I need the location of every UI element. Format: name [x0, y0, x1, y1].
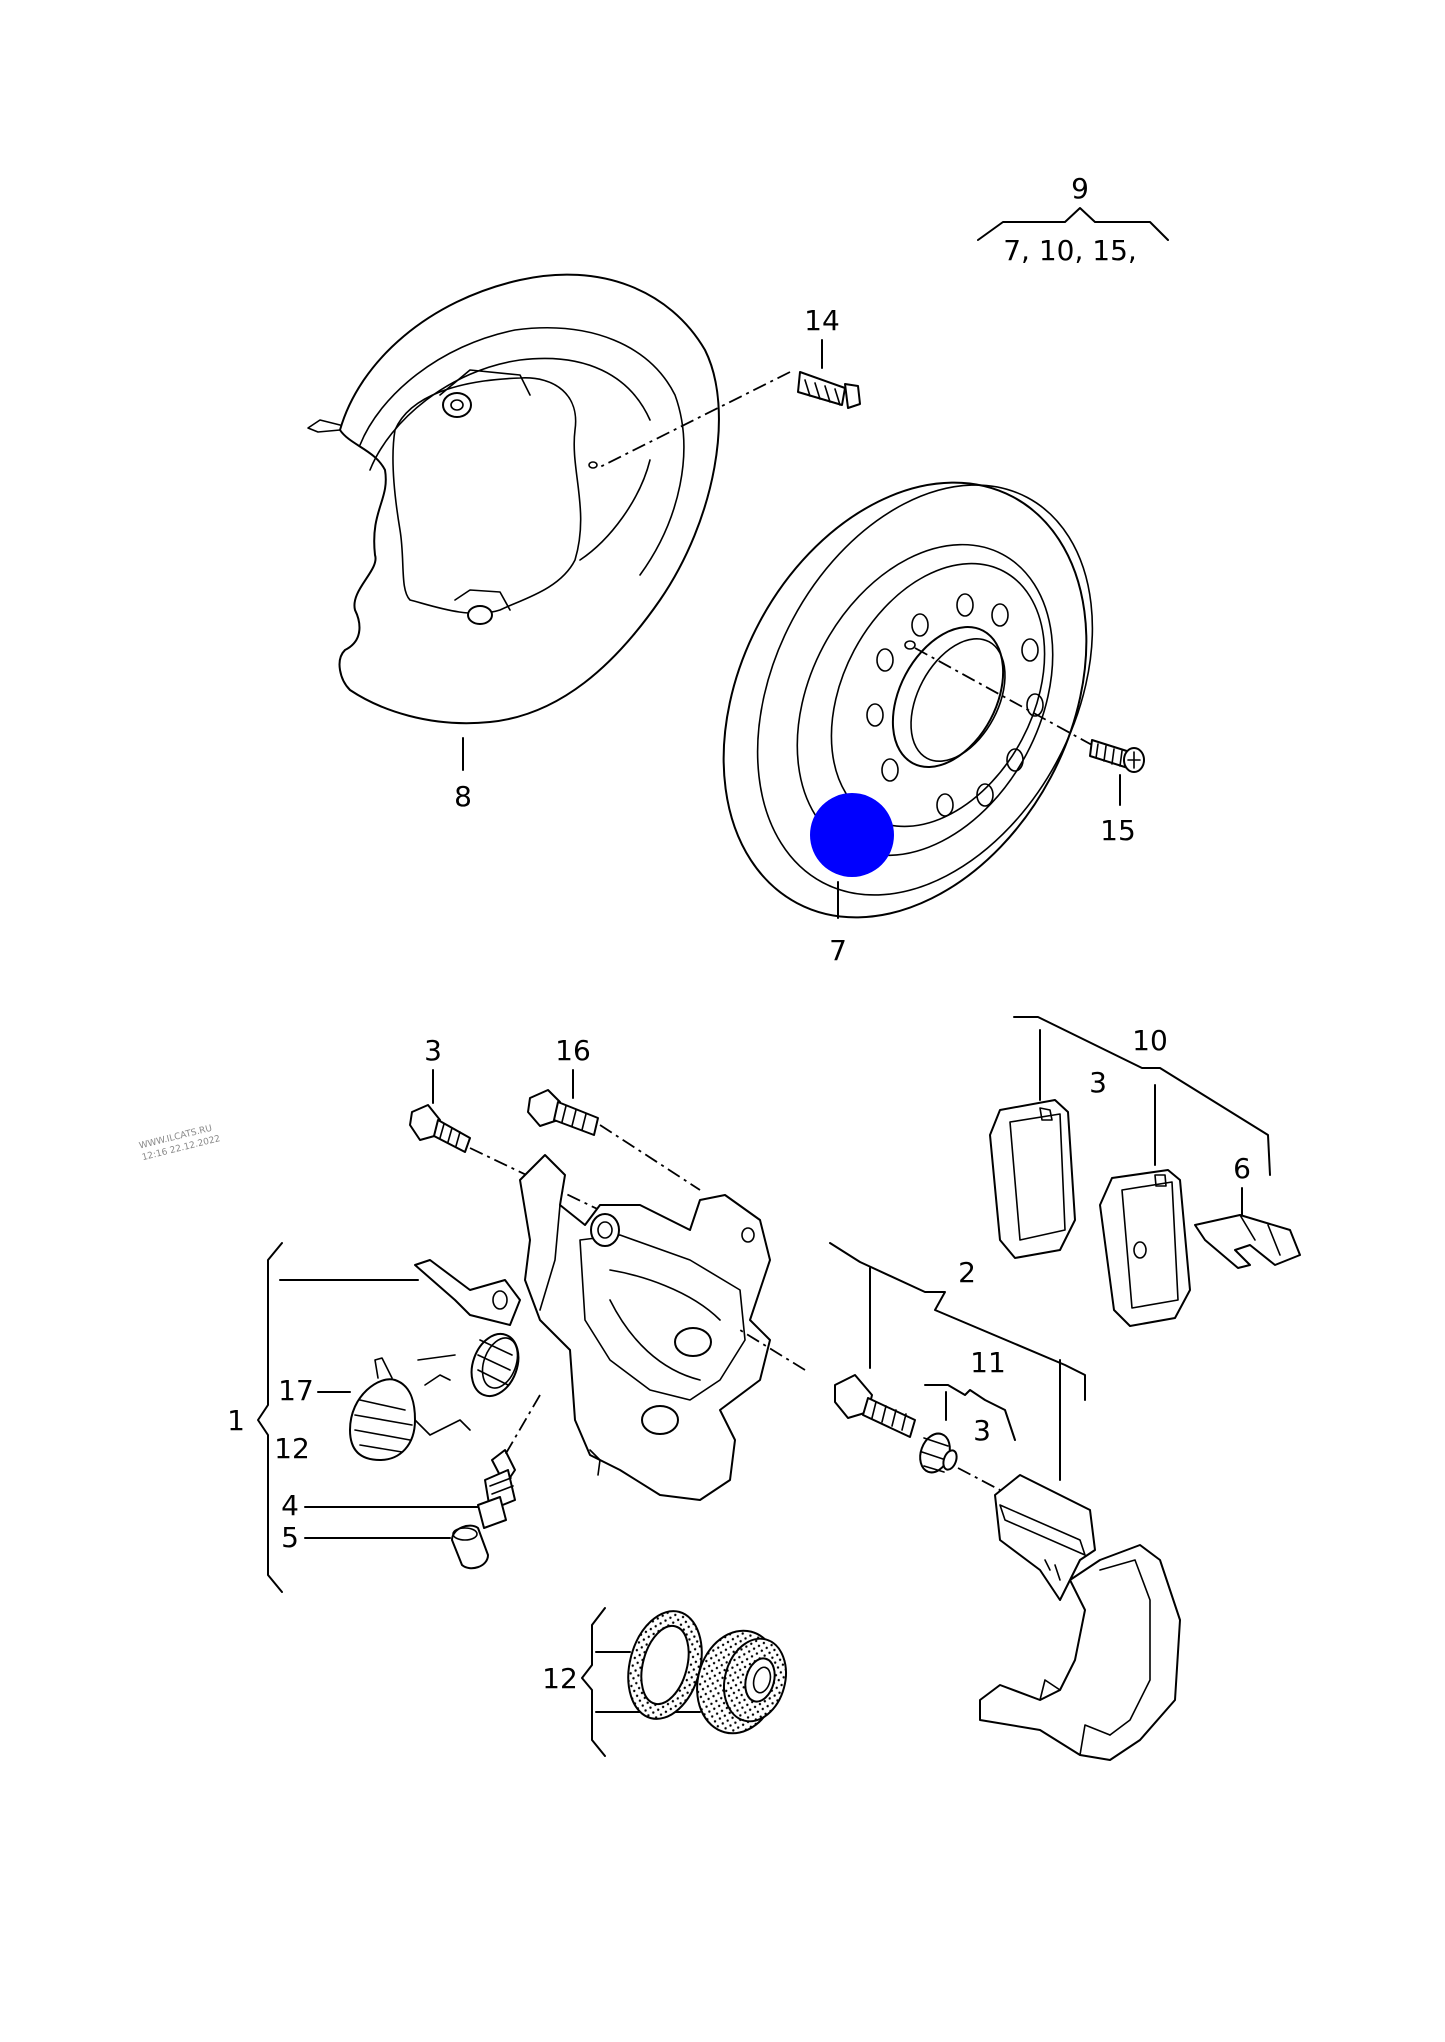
- group-10-brake-pad-set: 10 3: [1013, 1016, 1271, 1176]
- disc-bolt-holes: [866, 593, 1044, 817]
- label-9-members: 7, 10, 15,: [1003, 234, 1137, 267]
- label-1: 1: [227, 1404, 245, 1437]
- part-3-bolt[interactable]: 3: [409, 1034, 611, 1216]
- label-9: 9: [1071, 172, 1089, 205]
- guide-pin-bolt[interactable]: [834, 1374, 916, 1438]
- group-9-bracket: 9 7, 10, 15,: [977, 172, 1169, 267]
- caliper-carrier-bracket[interactable]: [979, 1474, 1181, 1761]
- guide-pin-boot[interactable]: [915, 1429, 959, 1476]
- axis-line-boot: [957, 1467, 1001, 1491]
- part-15-screw[interactable]: 15: [914, 647, 1145, 847]
- part-6-clip[interactable]: 6: [1194, 1152, 1301, 1269]
- part-16-bolt[interactable]: 16: [527, 1034, 701, 1191]
- label-8: 8: [454, 780, 472, 813]
- highlight-marker: [810, 793, 894, 877]
- label-12-group1: 12: [274, 1432, 310, 1465]
- label-3-sleeve: 3: [973, 1414, 991, 1447]
- lever-spring[interactable]: [463, 1327, 526, 1402]
- label-3-bolt: 3: [424, 1034, 442, 1067]
- axis-line-14: [599, 371, 791, 468]
- part-4-bleed-valve[interactable]: [477, 1449, 516, 1529]
- label-14: 14: [804, 304, 840, 337]
- part-1-brake-caliper[interactable]: [519, 1154, 771, 1501]
- piston-dust-boot[interactable]: [686, 1621, 795, 1742]
- handbrake-lever[interactable]: [414, 1259, 521, 1326]
- part-8-backing-plate[interactable]: [307, 273, 720, 771]
- label-17: 17: [278, 1374, 314, 1407]
- brake-pad-inner[interactable]: [989, 1099, 1076, 1259]
- label-12-group2: 12: [542, 1662, 578, 1695]
- group-11-bracket: 11 3: [924, 1346, 1016, 1447]
- label-10: 10: [1132, 1024, 1168, 1057]
- label-11: 11: [970, 1346, 1006, 1379]
- label-3-pads: 3: [1089, 1066, 1107, 1099]
- axis-line-guide: [739, 1329, 806, 1371]
- axis-line-valve: [504, 1394, 541, 1456]
- label-5: 5: [281, 1521, 299, 1554]
- group-2-bracket: 2: [829, 1242, 1086, 1481]
- watermark: WWW.ILCATS.RU 12:16 22.12.2022: [138, 1124, 221, 1163]
- label-4: 4: [281, 1489, 299, 1522]
- label-16: 16: [555, 1034, 591, 1067]
- label-15: 15: [1100, 814, 1136, 847]
- brake-pad-outer[interactable]: [1099, 1169, 1191, 1327]
- label-2: 2: [958, 1256, 976, 1289]
- part-14-bolt[interactable]: 14: [797, 304, 861, 409]
- part-5-dust-cap[interactable]: [451, 1524, 489, 1570]
- part-17-return-spring[interactable]: [349, 1357, 471, 1461]
- label-6: 6: [1233, 1152, 1251, 1185]
- piston-seal[interactable]: [617, 1603, 713, 1727]
- part-7-brake-disc[interactable]: [651, 419, 1159, 980]
- label-7: 7: [829, 934, 847, 967]
- group-12-bracket: 12: [542, 1607, 701, 1757]
- group-1-bracket: 1 17 12 4 5: [227, 1242, 479, 1593]
